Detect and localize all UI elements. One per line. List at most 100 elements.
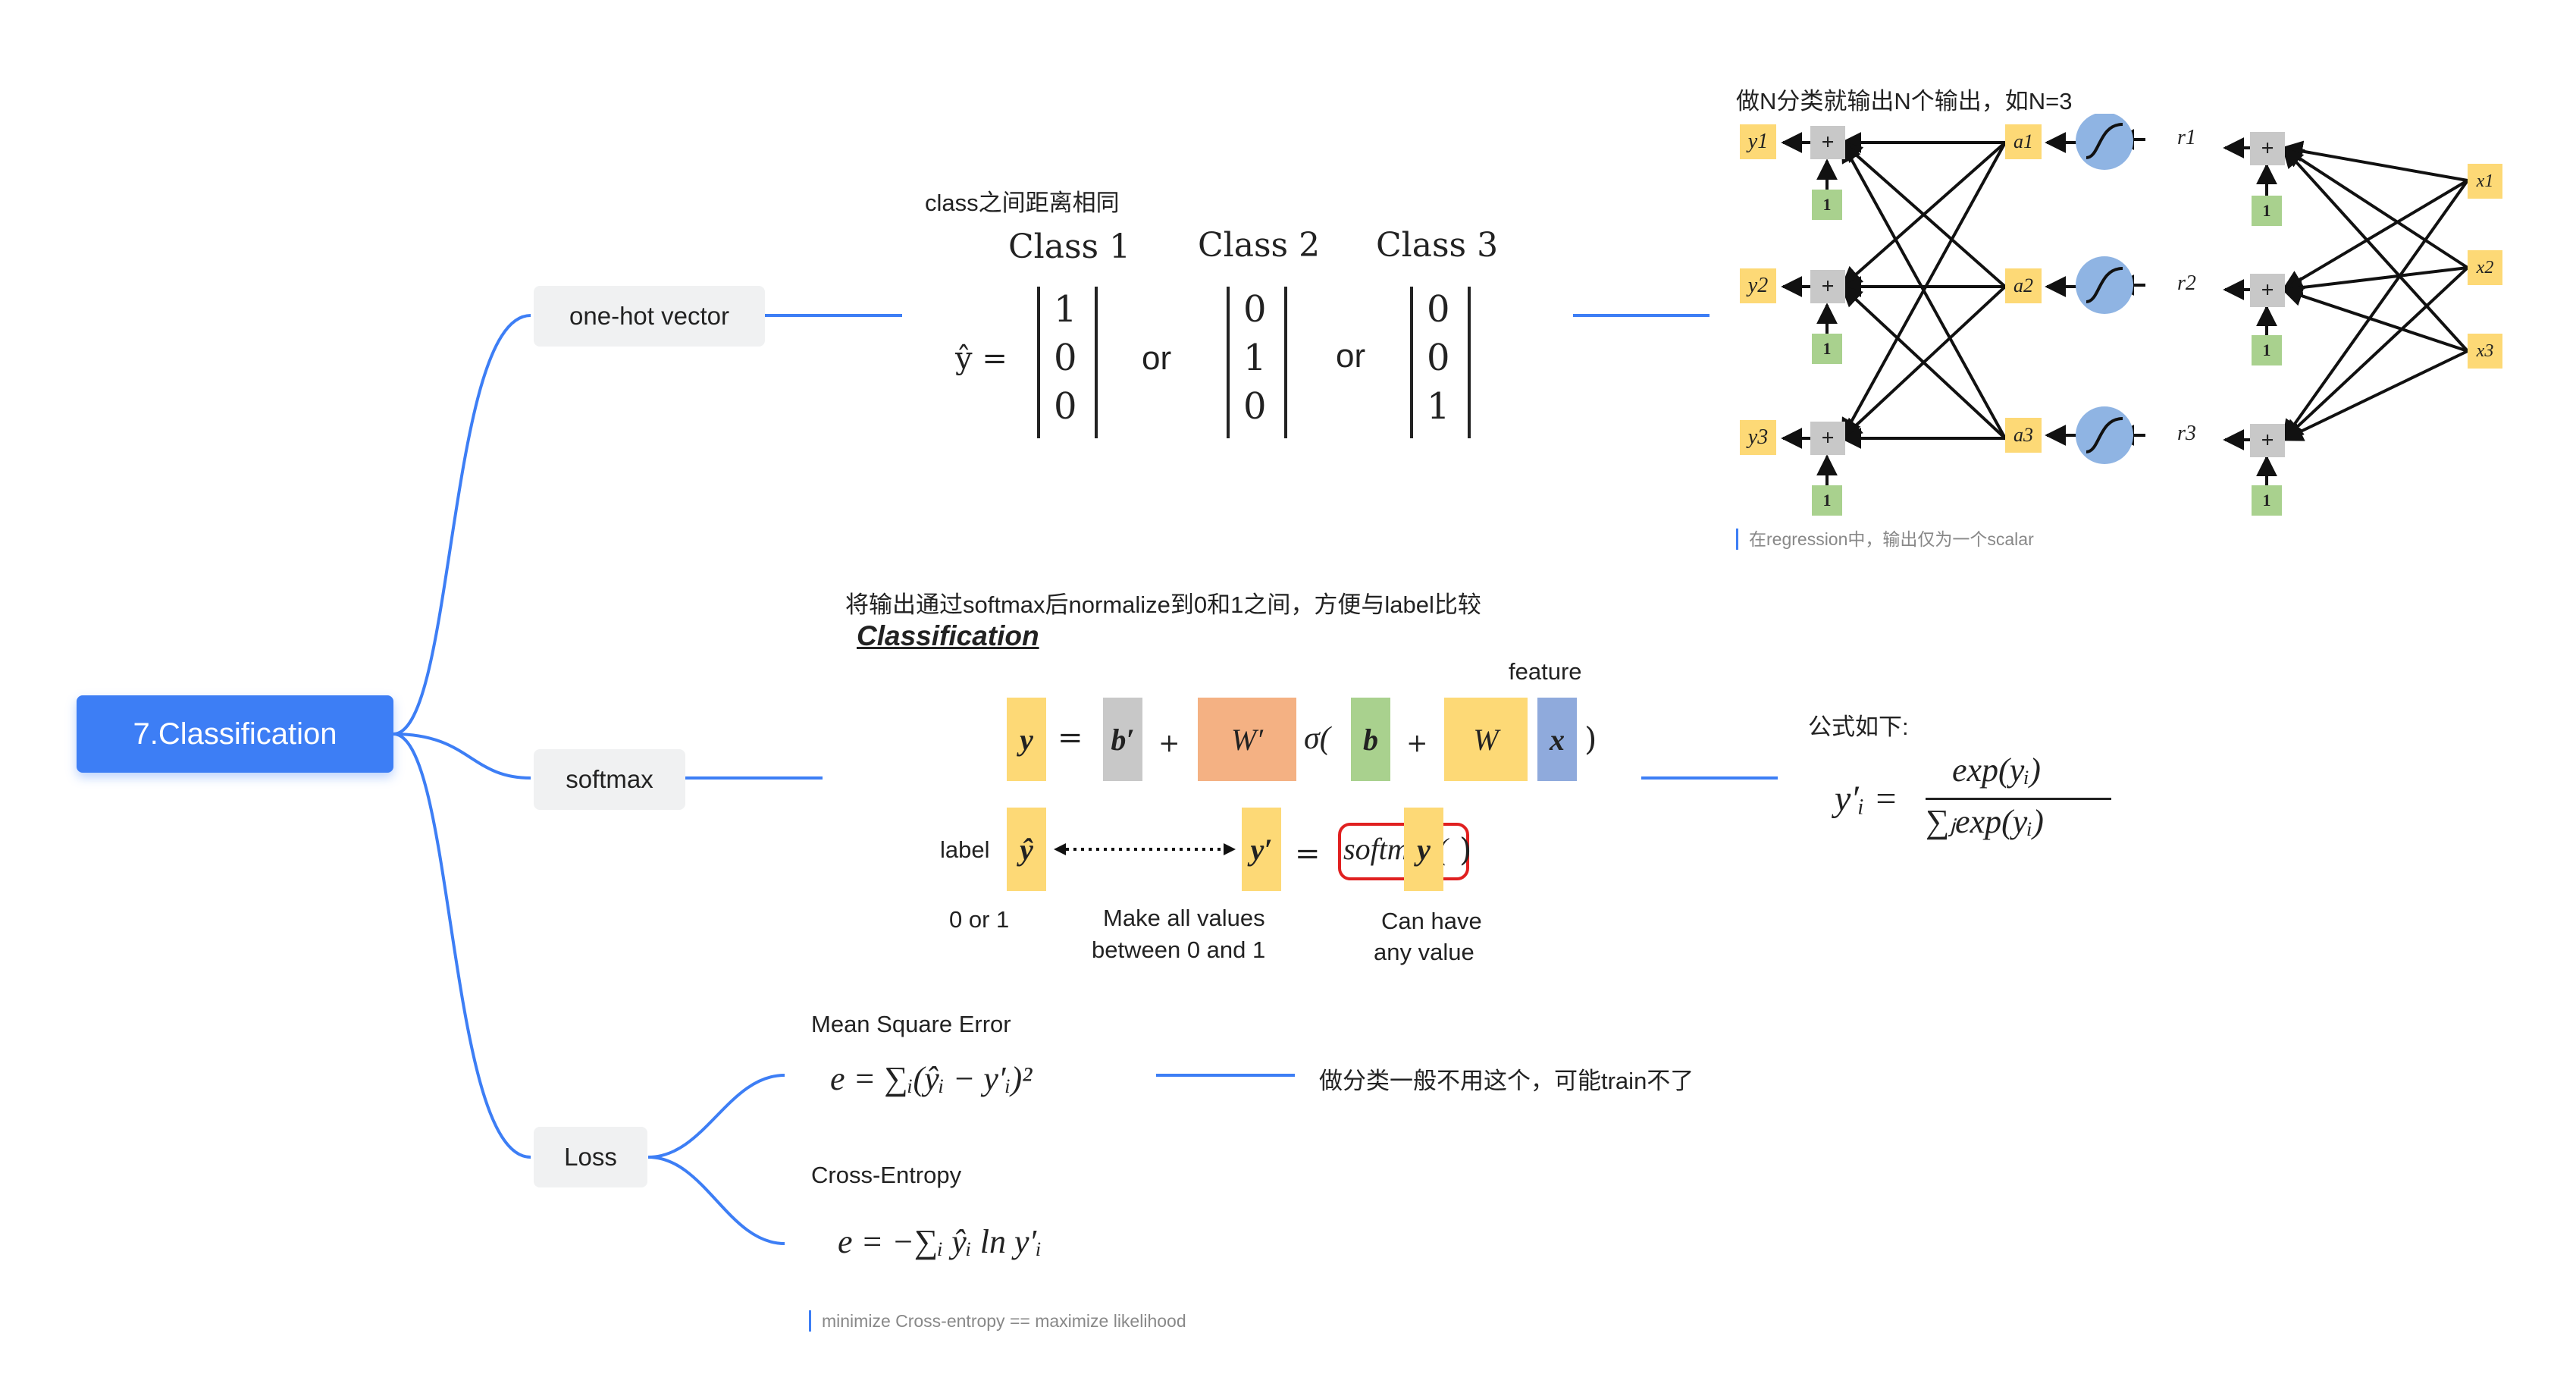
vector-3: 0 0 1 bbox=[1410, 287, 1471, 438]
y-prime-box: y′ bbox=[1242, 808, 1281, 891]
activation-a3: a3 bbox=[2005, 418, 2042, 453]
double-arrow bbox=[1054, 843, 1236, 855]
ce-formula: e = −∑ᵢ ŷᵢ ln y′ᵢ bbox=[838, 1223, 1042, 1260]
network-caption: 做N分类就输出N个输出，如N=3 bbox=[1736, 88, 2073, 115]
mse-formula: e = ∑ᵢ(ŷᵢ − y′ᵢ)² bbox=[830, 1060, 1033, 1097]
w-box: W bbox=[1444, 698, 1528, 781]
formula-numerator: exp(yᵢ) bbox=[1952, 751, 2041, 789]
b-box: b bbox=[1351, 698, 1390, 781]
y-box: y bbox=[1007, 698, 1046, 781]
root-node[interactable]: 7.Classification bbox=[77, 695, 393, 773]
fraction-bar bbox=[1926, 798, 2111, 800]
class-2-label: Class 2 bbox=[1198, 226, 1321, 265]
or-word-1: or bbox=[1142, 340, 1172, 377]
link-loss-mse bbox=[647, 1074, 785, 1159]
class-3-label: Class 3 bbox=[1376, 226, 1499, 265]
input-x1: x1 bbox=[2468, 164, 2502, 199]
make-all-line1: Make all values bbox=[1103, 905, 1265, 931]
input-x2: x2 bbox=[2468, 250, 2502, 285]
y-hat-box: ŷ bbox=[1007, 808, 1046, 891]
vector-3-entry: 0 bbox=[1427, 288, 1450, 331]
w-prime-box: W′ bbox=[1198, 698, 1296, 781]
plus-node: + bbox=[2250, 424, 2285, 457]
mse-note: 做分类一般不用这个，可能train不了 bbox=[1319, 1068, 1694, 1094]
close-paren: ) bbox=[1459, 831, 1472, 868]
branch-softmax[interactable]: softmax bbox=[534, 749, 685, 810]
plus-sign: + bbox=[1406, 728, 1428, 758]
vector-2: 0 1 0 bbox=[1227, 287, 1287, 438]
equals-sign: = bbox=[1058, 720, 1083, 755]
plus-node: + bbox=[1810, 126, 1845, 159]
formula-denominator: ∑ⱼexp(yᵢ) bbox=[1926, 803, 2044, 840]
feature-label: feature bbox=[1509, 658, 1582, 685]
r3-label: r3 bbox=[2177, 422, 2196, 445]
zero-or-one: 0 or 1 bbox=[949, 906, 1010, 933]
network-diagram: y1 y2 y3 + + + 1 1 1 a1 a2 a3 r1 r2 r3 +… bbox=[1736, 114, 2509, 523]
ce-note: minimize Cross-entropy == maximize likel… bbox=[809, 1310, 1186, 1332]
vector-1-entry: 0 bbox=[1054, 337, 1077, 379]
r1-label: r1 bbox=[2177, 126, 2196, 149]
vector-3-entry: 0 bbox=[1427, 337, 1450, 379]
branch-loss[interactable]: Loss bbox=[534, 1127, 647, 1187]
network-wires bbox=[1781, 114, 2469, 493]
formula-caption: 公式如下: bbox=[1808, 714, 1909, 740]
softmax-formula: y′ᵢ = exp(yᵢ) ∑ⱼexp(yᵢ) bbox=[1835, 751, 2111, 857]
branch-one-hot-vector[interactable]: one-hot vector bbox=[534, 286, 765, 347]
sigmoid-icon bbox=[2076, 256, 2133, 314]
classification-heading: Classification bbox=[857, 620, 1039, 651]
plus-node: + bbox=[2250, 274, 2285, 307]
sigmoid-units bbox=[2076, 114, 2133, 464]
softmax-highlight bbox=[1338, 823, 1469, 880]
y-input-box: y bbox=[1404, 808, 1443, 891]
vector-2-entry: 1 bbox=[1243, 337, 1267, 379]
plus-node: + bbox=[2250, 132, 2285, 165]
vector-1-entry: 0 bbox=[1054, 385, 1077, 428]
label-word: label bbox=[940, 836, 990, 863]
equals-sign: = bbox=[1295, 836, 1321, 871]
plus-node: + bbox=[1810, 422, 1845, 455]
x-box: x bbox=[1537, 698, 1577, 781]
output-y1: y1 bbox=[1740, 124, 1776, 159]
or-word-2: or bbox=[1336, 337, 1366, 375]
bias-one: 1 bbox=[2252, 335, 2282, 365]
softmax-caption: 将输出通过softmax后normalize到0和1之间，方便与label比较 bbox=[845, 591, 1481, 618]
input-x3: x3 bbox=[2468, 334, 2502, 369]
can-have-line2: any value bbox=[1374, 939, 1474, 965]
onehot-caption: class之间距离相同 bbox=[925, 190, 1120, 216]
b-prime-box: b′ bbox=[1103, 698, 1142, 781]
can-have-line1: Can have bbox=[1381, 908, 1482, 934]
bias-one: 1 bbox=[2252, 196, 2282, 226]
mse-title: Mean Square Error bbox=[811, 1011, 1011, 1037]
link-root-softmax bbox=[393, 733, 531, 780]
formula-lhs: y′ᵢ = bbox=[1835, 779, 1898, 819]
sigmoid-icon bbox=[2076, 406, 2133, 464]
vector-2-entry: 0 bbox=[1243, 385, 1267, 428]
sigmoid-icon bbox=[2076, 114, 2133, 170]
plus-node: + bbox=[1810, 270, 1845, 303]
link-loss-ce bbox=[647, 1156, 785, 1245]
bias-one: 1 bbox=[1812, 190, 1842, 220]
vector-1: 1 0 0 bbox=[1037, 287, 1098, 438]
softmax-image: feature y = b′ + W′ σ( b + W x ) label ŷ… bbox=[841, 652, 1637, 978]
make-all-line2: between 0 and 1 bbox=[1092, 936, 1266, 963]
vector-2-entry: 0 bbox=[1243, 288, 1267, 331]
output-y2: y2 bbox=[1740, 268, 1776, 303]
output-y3: y3 bbox=[1740, 420, 1776, 455]
bias-one: 1 bbox=[2252, 485, 2282, 516]
r2-label: r2 bbox=[2177, 271, 2196, 295]
onehot-image: Class 1 Class 2 Class 3 ŷ = or or 1 0 0 … bbox=[902, 220, 1524, 447]
class-1-label: Class 1 bbox=[1008, 227, 1131, 266]
bias-one: 1 bbox=[1812, 485, 1842, 516]
activation-a2: a2 bbox=[2005, 268, 2042, 303]
link-root-loss bbox=[393, 733, 531, 1159]
vector-3-entry: 1 bbox=[1427, 385, 1450, 428]
plus-sign: + bbox=[1158, 728, 1180, 758]
sigma-open: σ( bbox=[1304, 721, 1330, 756]
network-note: 在regression中，输出仅为一个scalar bbox=[1736, 529, 2034, 550]
vector-1-entry: 1 bbox=[1054, 288, 1077, 331]
close-paren: ) bbox=[1584, 720, 1597, 758]
y-hat-equals: ŷ = bbox=[955, 341, 1008, 376]
ce-title: Cross-Entropy bbox=[811, 1162, 962, 1188]
activation-a1: a1 bbox=[2005, 124, 2042, 159]
